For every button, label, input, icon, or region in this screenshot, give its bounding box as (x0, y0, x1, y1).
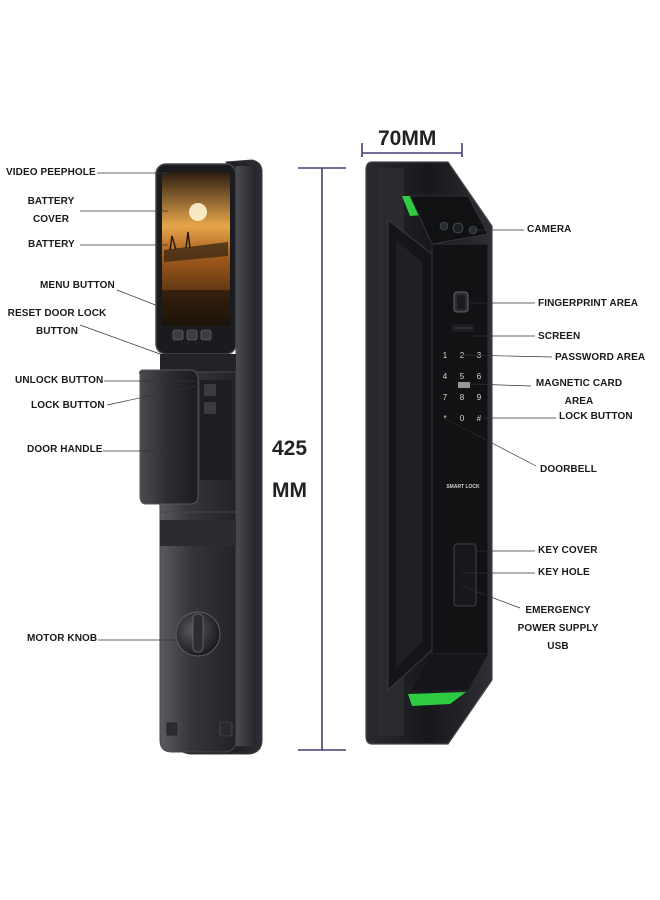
door-handle (138, 369, 199, 505)
keypad-key: 7 (443, 393, 448, 402)
menu-buttons (172, 329, 212, 341)
label-battery: BATTERY (28, 239, 75, 250)
brand-text: SMART LOCK (446, 484, 480, 490)
label-reset-button-line2: BUTTON (35, 326, 79, 337)
keypad-key: # (477, 414, 482, 423)
keypad-key: 4 (443, 372, 448, 381)
label-key-cover: KEY COVER (538, 545, 598, 556)
keypad-key: 8 (460, 393, 465, 402)
keypad-key: 0 (460, 414, 465, 423)
label-fingerprint-area: FINGERPRINT AREA (538, 298, 639, 309)
key-cover-icon (453, 543, 477, 607)
label-emergency-power-usb: EMERGENCY POWER SUPPLY USB (510, 602, 606, 656)
motor-knob-icon (175, 611, 221, 657)
label-camera: CAMERA (527, 224, 572, 235)
keypad-key: 2 (460, 351, 465, 360)
label-lock-button-left: LOCK BUTTON (31, 400, 105, 411)
label-battery-cover: BATTERY COVER (22, 193, 80, 229)
label-emergency-line2: POWER SUPPLY (517, 623, 599, 634)
label-screen: SCREEN (538, 331, 581, 342)
dimension-lines (298, 143, 463, 751)
label-motor-knob: MOTOR KNOB (27, 633, 98, 644)
label-key-hole: KEY HOLE (538, 567, 590, 578)
label-reset-button: RESET DOOR LOCK BUTTON (4, 305, 110, 341)
label-password-area: PASSWORD AREA (555, 352, 646, 363)
fingerprint-sensor-icon (453, 291, 469, 313)
keypad-key: 5 (460, 372, 465, 381)
label-emergency-line3: USB (547, 641, 569, 652)
label-unlock-button: UNLOCK BUTTON (15, 375, 104, 386)
label-door-handle: DOOR HANDLE (27, 444, 103, 455)
leader-lines (79, 172, 556, 641)
label-lock-button-right: LOCK BUTTON (559, 411, 633, 422)
label-battery-cover-line1: BATTERY (27, 196, 75, 207)
keypad-key: 6 (477, 372, 482, 381)
keypad-key: 9 (477, 393, 482, 402)
label-reset-button-line1: RESET DOOR LOCK (7, 308, 107, 319)
green-light-bottom (408, 692, 466, 706)
keypad-key: 1 (443, 351, 448, 360)
label-emergency-line1: EMERGENCY (525, 605, 591, 616)
label-magnetic-card-line2: AREA (564, 396, 594, 407)
label-magnetic-card-line1: MAGNETIC CARD (535, 378, 623, 389)
height-dimension-unit: MM (272, 479, 307, 502)
label-menu-button: MENU BUTTON (40, 280, 115, 291)
label-magnetic-card-area: MAGNETIC CARD AREA (531, 375, 627, 411)
width-dimension-label: 70MM (378, 127, 437, 150)
label-battery-cover-line2: COVER (32, 214, 70, 225)
back-panel-illustration (138, 159, 263, 755)
label-video-peephole: VIDEO PEEPHOLE (6, 167, 96, 178)
label-doorbell: DOORBELL (540, 464, 597, 475)
height-dimension-value: 425 (272, 437, 308, 460)
